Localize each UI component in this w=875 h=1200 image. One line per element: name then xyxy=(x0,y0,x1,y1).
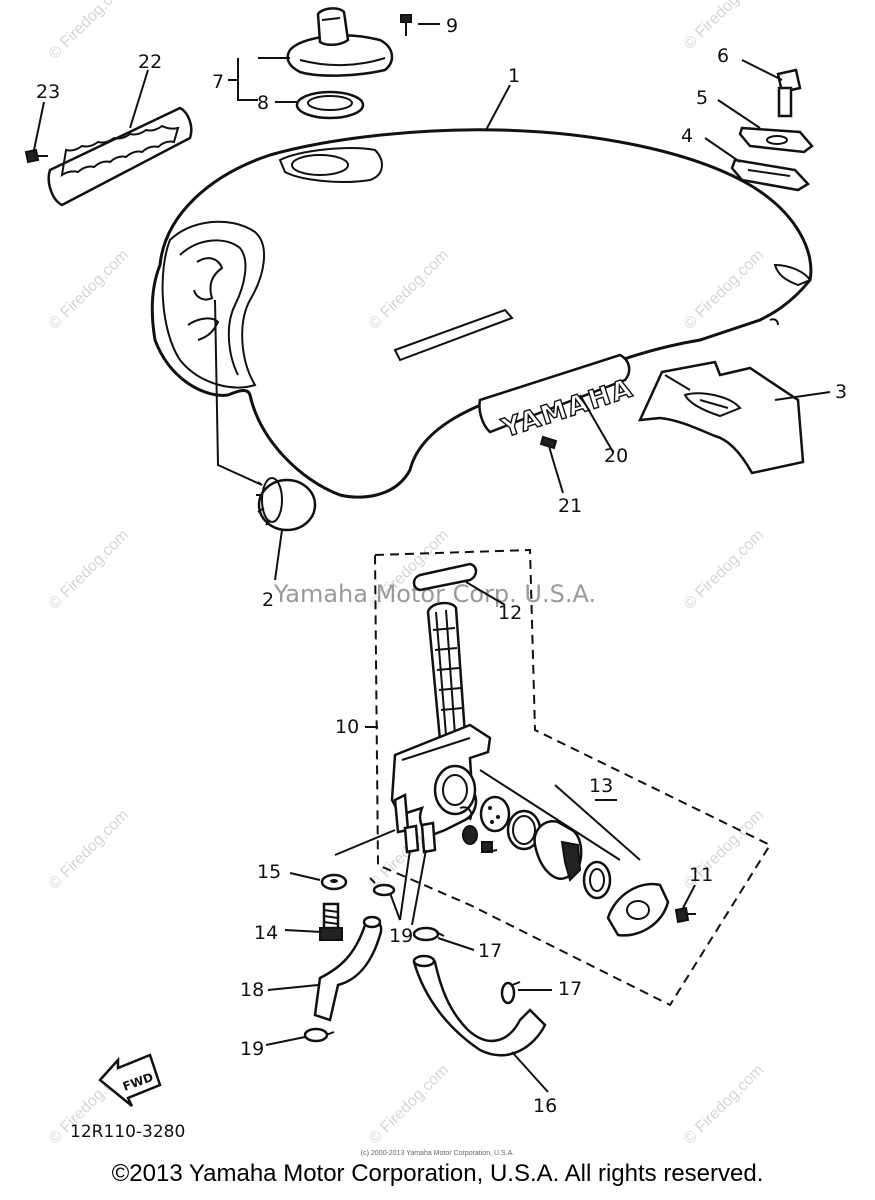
emblem-screw xyxy=(539,435,558,461)
cap-gasket xyxy=(295,90,365,120)
watermark: © Firedog.com xyxy=(366,246,452,332)
watermark: © Firedog.com xyxy=(46,526,132,612)
pointer-lines xyxy=(33,23,831,1093)
callout-5: 5 xyxy=(696,87,708,109)
watermark: © Firedog.com xyxy=(46,0,132,63)
emblem-plate xyxy=(47,106,193,207)
watermarks: © Firedog.com © Firedog.com © Firedog.co… xyxy=(46,0,767,1148)
callouts: 1 2 3 4 5 6 7 8 9 10 11 12 13 14 15 16 1… xyxy=(36,15,847,1117)
hose-clip xyxy=(303,1027,335,1043)
cock-screw xyxy=(462,825,696,924)
cap-screw xyxy=(400,14,412,36)
cock-damper xyxy=(320,873,348,891)
mount-washer xyxy=(738,126,814,154)
watermark: © Firedog.com xyxy=(366,1061,452,1147)
fuel-tank-diagram-svg: © Firedog.com © Firedog.com © Firedog.co… xyxy=(24,0,847,1148)
callout-17: 17 xyxy=(558,978,582,1000)
fuel-cap xyxy=(286,7,394,77)
watermark: © Firedog.com xyxy=(46,806,132,892)
callout-20: 20 xyxy=(604,445,628,467)
callout-3: 3 xyxy=(835,381,847,403)
callout-14: 14 xyxy=(254,922,278,944)
cock-lever-parts xyxy=(479,769,670,937)
cock-bolt xyxy=(319,902,343,941)
hose-clip xyxy=(500,981,521,1005)
callout-17: 17 xyxy=(478,940,502,962)
callout-6: 6 xyxy=(717,45,729,67)
watermark: © Firedog.com xyxy=(681,1061,767,1147)
callout-22: 22 xyxy=(138,51,162,73)
watermark: © Firedog.com xyxy=(46,246,132,332)
plate-bolt xyxy=(24,148,48,164)
callout-18: 18 xyxy=(240,979,264,1001)
mount-damper xyxy=(730,158,810,192)
callout-21: 21 xyxy=(558,495,582,517)
fuel-cock-assembly xyxy=(390,601,492,854)
mount-bolt xyxy=(776,68,802,118)
yamaha-emblem: YAMAHA xyxy=(478,353,638,445)
watermark: © Firedog.com xyxy=(681,526,767,612)
callout-12: 12 xyxy=(498,602,522,624)
callout-10: 10 xyxy=(335,716,359,738)
copyright-notice: ©2013 Yamaha Motor Corporation, U.S.A. A… xyxy=(111,1160,764,1187)
fwd-arrow-icon: FWD xyxy=(98,1053,162,1107)
fuel-cock-boundary xyxy=(374,548,772,1007)
rear-bracket xyxy=(637,360,805,475)
o-ring xyxy=(412,562,478,592)
callout-4: 4 xyxy=(681,125,693,147)
leader-line xyxy=(214,299,263,486)
callout-16: 16 xyxy=(533,1095,557,1117)
callout-15: 15 xyxy=(257,861,281,883)
hose-clip xyxy=(369,877,396,897)
tiny-note: (c) 2000-2013 Yamaha Motor Corporation, … xyxy=(360,1150,515,1157)
callout-19: 19 xyxy=(240,1038,264,1060)
watermark: © Firedog.com xyxy=(681,246,767,332)
fuel-tank xyxy=(150,128,813,499)
callout-11: 11 xyxy=(689,864,713,886)
callout-7: 7 xyxy=(212,71,224,93)
callout-2: 2 xyxy=(262,589,274,611)
callout-1: 1 xyxy=(508,65,520,87)
diagram-code: 12R110-3280 xyxy=(70,1122,185,1142)
callout-13: 13 xyxy=(589,775,613,797)
fuel-hose-short xyxy=(313,915,383,1022)
callout-23: 23 xyxy=(36,81,60,103)
grommet xyxy=(256,477,317,532)
fuel-hose-long xyxy=(412,954,547,1057)
hose-clip xyxy=(412,926,445,942)
callout-8: 8 xyxy=(257,92,269,114)
callout-9: 9 xyxy=(446,15,458,37)
callout-19: 19 xyxy=(389,925,413,947)
